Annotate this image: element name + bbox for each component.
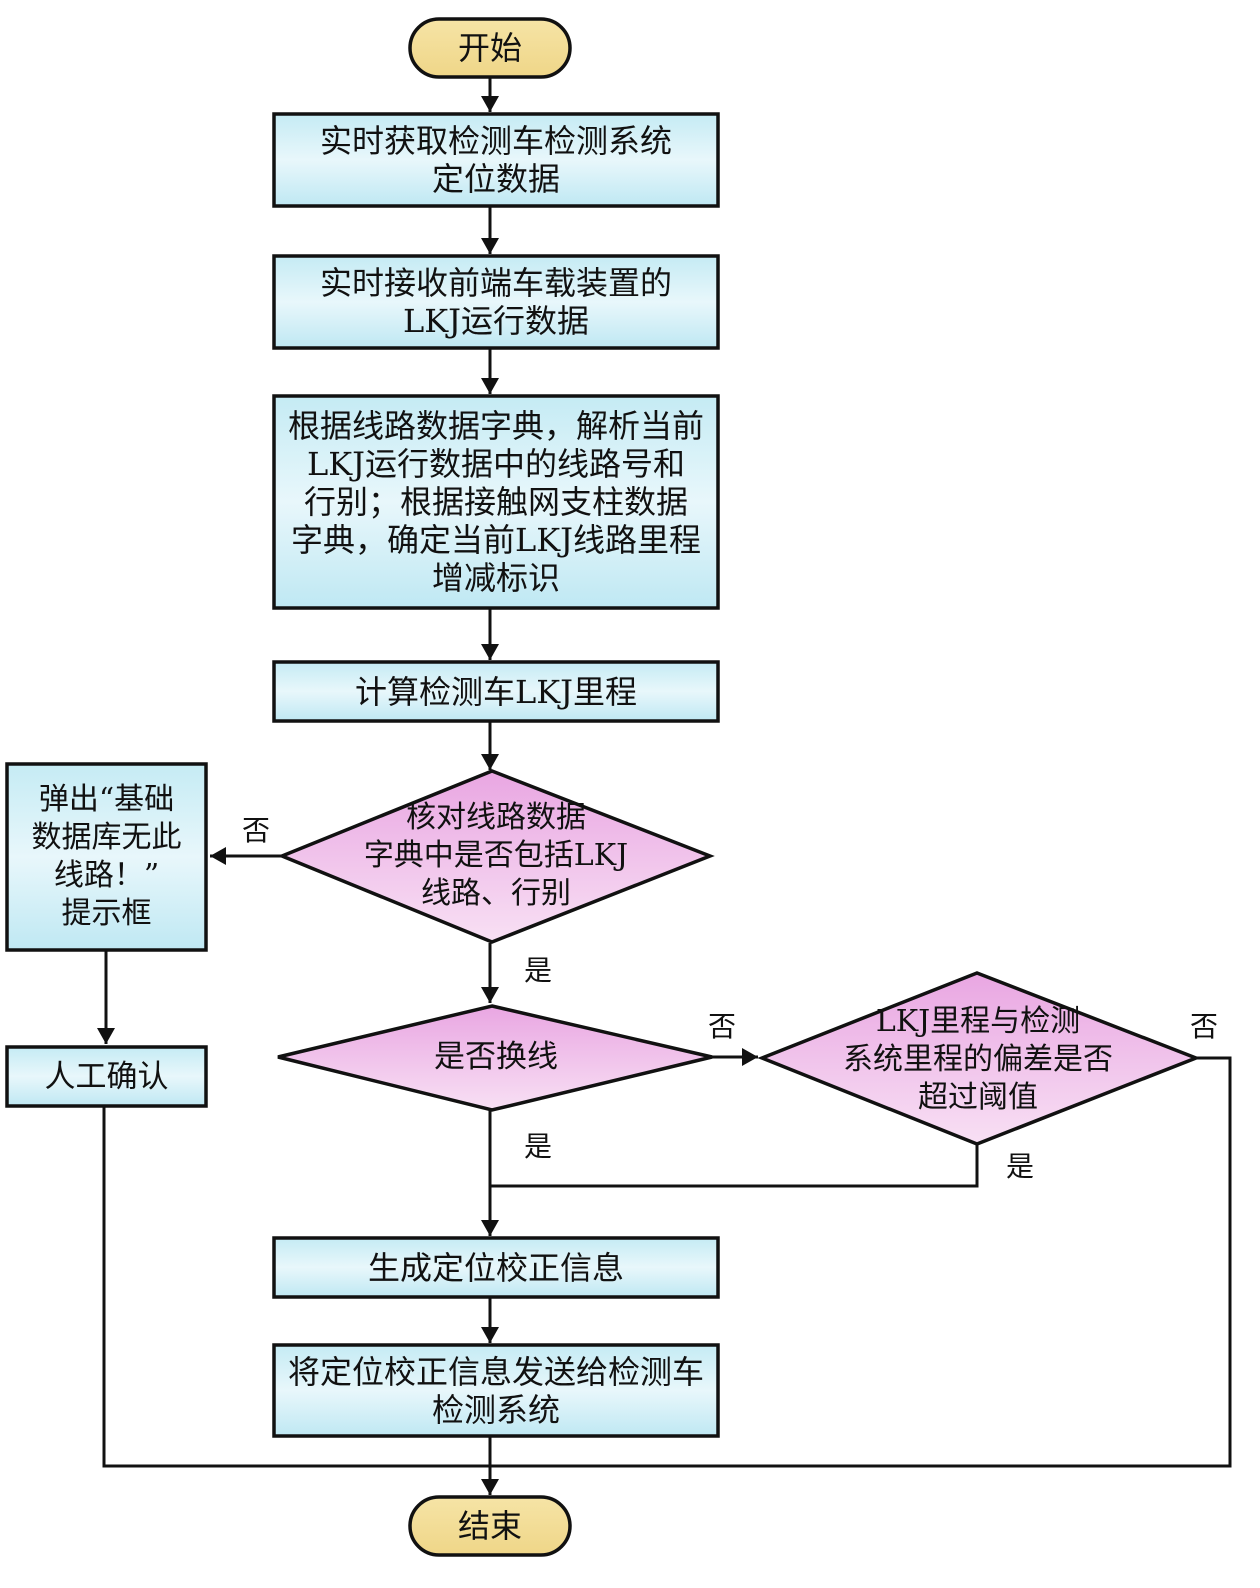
parse-box [272, 394, 720, 610]
edge-deviation-no-to-end [490, 1056, 1232, 1468]
popup-box [5, 762, 208, 952]
line-change-diamond [277, 1004, 713, 1112]
send-box [272, 1343, 720, 1438]
check-route-yes-label: 是 [524, 954, 553, 987]
check-route-diamond [277, 769, 715, 944]
start-terminal [408, 17, 572, 79]
receive-lkj-box [272, 254, 720, 350]
edge-deviation-yes-to-join [490, 1144, 979, 1188]
get-position-box [272, 112, 720, 208]
line-change-no-label: 否 [708, 1010, 737, 1043]
check-route-no-label: 否 [242, 814, 271, 847]
deviation-diamond [757, 971, 1201, 1146]
calc-mileage-box [272, 660, 720, 723]
deviation-yes-label: 是 [1006, 1150, 1035, 1183]
deviation-no-label: 否 [1190, 1010, 1219, 1043]
generate-box [272, 1236, 720, 1299]
end-terminal [408, 1495, 572, 1557]
manual-confirm-box [5, 1045, 208, 1108]
edge-manual-confirm-to-end [102, 1107, 490, 1468]
line-change-yes-label: 是 [524, 1130, 553, 1163]
